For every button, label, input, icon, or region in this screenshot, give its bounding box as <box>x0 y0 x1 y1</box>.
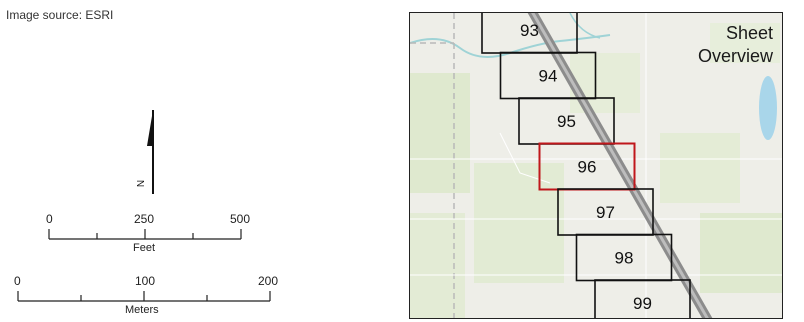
sheet-label: 99 <box>633 294 652 313</box>
scale-meters-tick-100: 100 <box>135 274 156 288</box>
scale-bar-feet-line <box>48 229 242 240</box>
sheet-frame <box>594 279 691 318</box>
scale-meters-tick-200: 200 <box>258 274 279 288</box>
sheet-label: 95 <box>557 112 576 131</box>
sheet-label: 96 <box>578 158 597 177</box>
overview-title-line1: Sheet <box>725 23 773 43</box>
sheet-99: 99 <box>594 279 691 318</box>
scale-meters-tick-0: 0 <box>14 274 21 288</box>
scale-bar-meters-line <box>17 291 271 302</box>
overview-title-line2: Overview <box>697 46 773 66</box>
sheet-index-layer: 93 94 95 96 97 98 99 <box>481 13 691 318</box>
north-arrow-icon <box>147 110 154 194</box>
overview-map-canvas: 93 94 95 96 97 98 99 <box>410 13 782 318</box>
scale-bar-feet: 0 250 500 Feet <box>0 210 300 260</box>
sheet-label: 97 <box>596 203 615 222</box>
sheet-label: 94 <box>539 67 558 86</box>
scale-feet-unit: Feet <box>133 242 156 254</box>
sheet-label: 98 <box>615 249 634 268</box>
scale-bar-meters: 0 100 200 Meters <box>0 272 300 322</box>
scale-feet-tick-0: 0 <box>46 212 53 226</box>
overview-title: Sheet Overview <box>698 22 773 68</box>
scale-meters-unit: Meters <box>125 304 159 316</box>
scale-feet-tick-250: 250 <box>134 212 155 226</box>
north-letter: N <box>136 179 148 188</box>
image-source-text: Image source: ESRI <box>6 8 114 22</box>
sheet-label: 93 <box>520 21 539 40</box>
scale-feet-tick-500: 500 <box>230 212 251 226</box>
sheet-overview-map: 93 94 95 96 97 98 99 Sheet Overview <box>409 12 783 319</box>
